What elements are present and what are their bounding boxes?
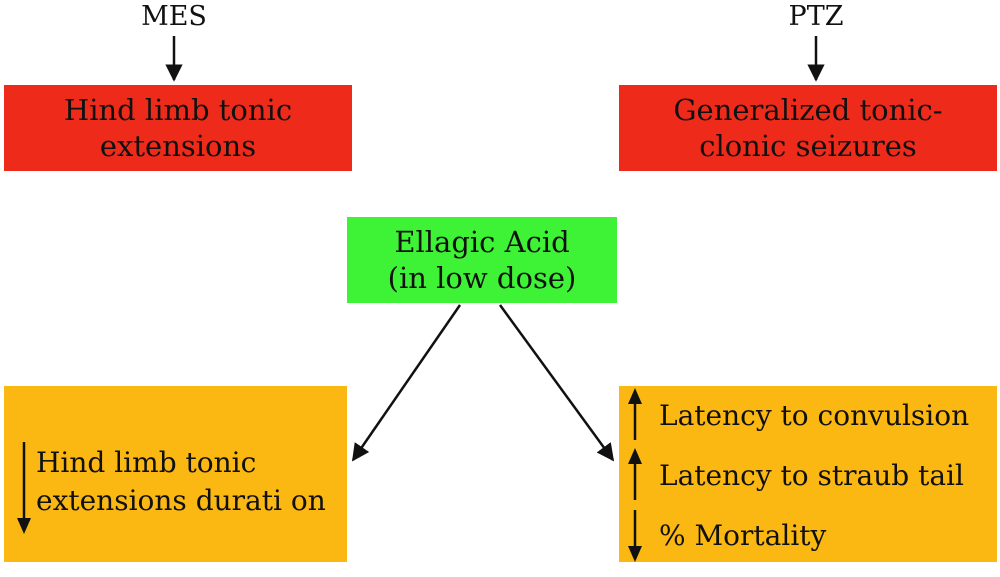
outcome-row-mortality: % Mortality	[619, 506, 997, 568]
left-outcome-text: Hind limb tonic extensions durati on	[36, 444, 326, 520]
ptz-effect-box: Generalized tonic- clonic seizures	[619, 85, 997, 171]
mes-effect-box: Hind limb tonic extensions	[4, 85, 352, 171]
arrow-down-icon	[628, 510, 642, 562]
treatment-to-left-arrow	[351, 304, 462, 462]
input-label-mes: MES	[141, 1, 207, 32]
outcome-text-straub-tail: Latency to straub tail	[659, 459, 964, 492]
mes-effect-line-1: Hind limb tonic	[63, 93, 293, 127]
outcome-row-convulsion: Latency to convulsion	[619, 386, 997, 448]
left-outcome-line-1: Hind limb tonic	[36, 446, 257, 479]
outcome-text-convulsion: Latency to convulsion	[659, 399, 970, 432]
right-outcome-box: Latency to convulsion Latency to straub …	[619, 386, 997, 562]
arrow-up-icon	[628, 448, 642, 500]
ptz-effect-line-1: Generalized tonic-	[673, 93, 943, 127]
outcome-text-mortality: % Mortality	[659, 519, 827, 552]
input-label-ptz: PTZ	[788, 1, 844, 32]
ptz-effect-line-2: clonic seizures	[699, 129, 917, 163]
arrow-up-icon	[628, 388, 642, 440]
left-outcome-line-2: extensions durati on	[36, 484, 326, 517]
treatment-box: Ellagic Acid (in low dose)	[347, 217, 617, 303]
outcome-row-straub-tail: Latency to straub tail	[619, 446, 997, 508]
treatment-to-right-arrow	[498, 304, 615, 462]
treatment-line-1: Ellagic Acid	[394, 225, 570, 259]
mes-effect-line-2: extensions	[99, 129, 257, 163]
left-outcome-box: Hind limb tonic extensions durati on	[4, 386, 347, 562]
arrow-down-icon	[17, 442, 31, 534]
treatment-line-2: (in low dose)	[387, 261, 577, 295]
